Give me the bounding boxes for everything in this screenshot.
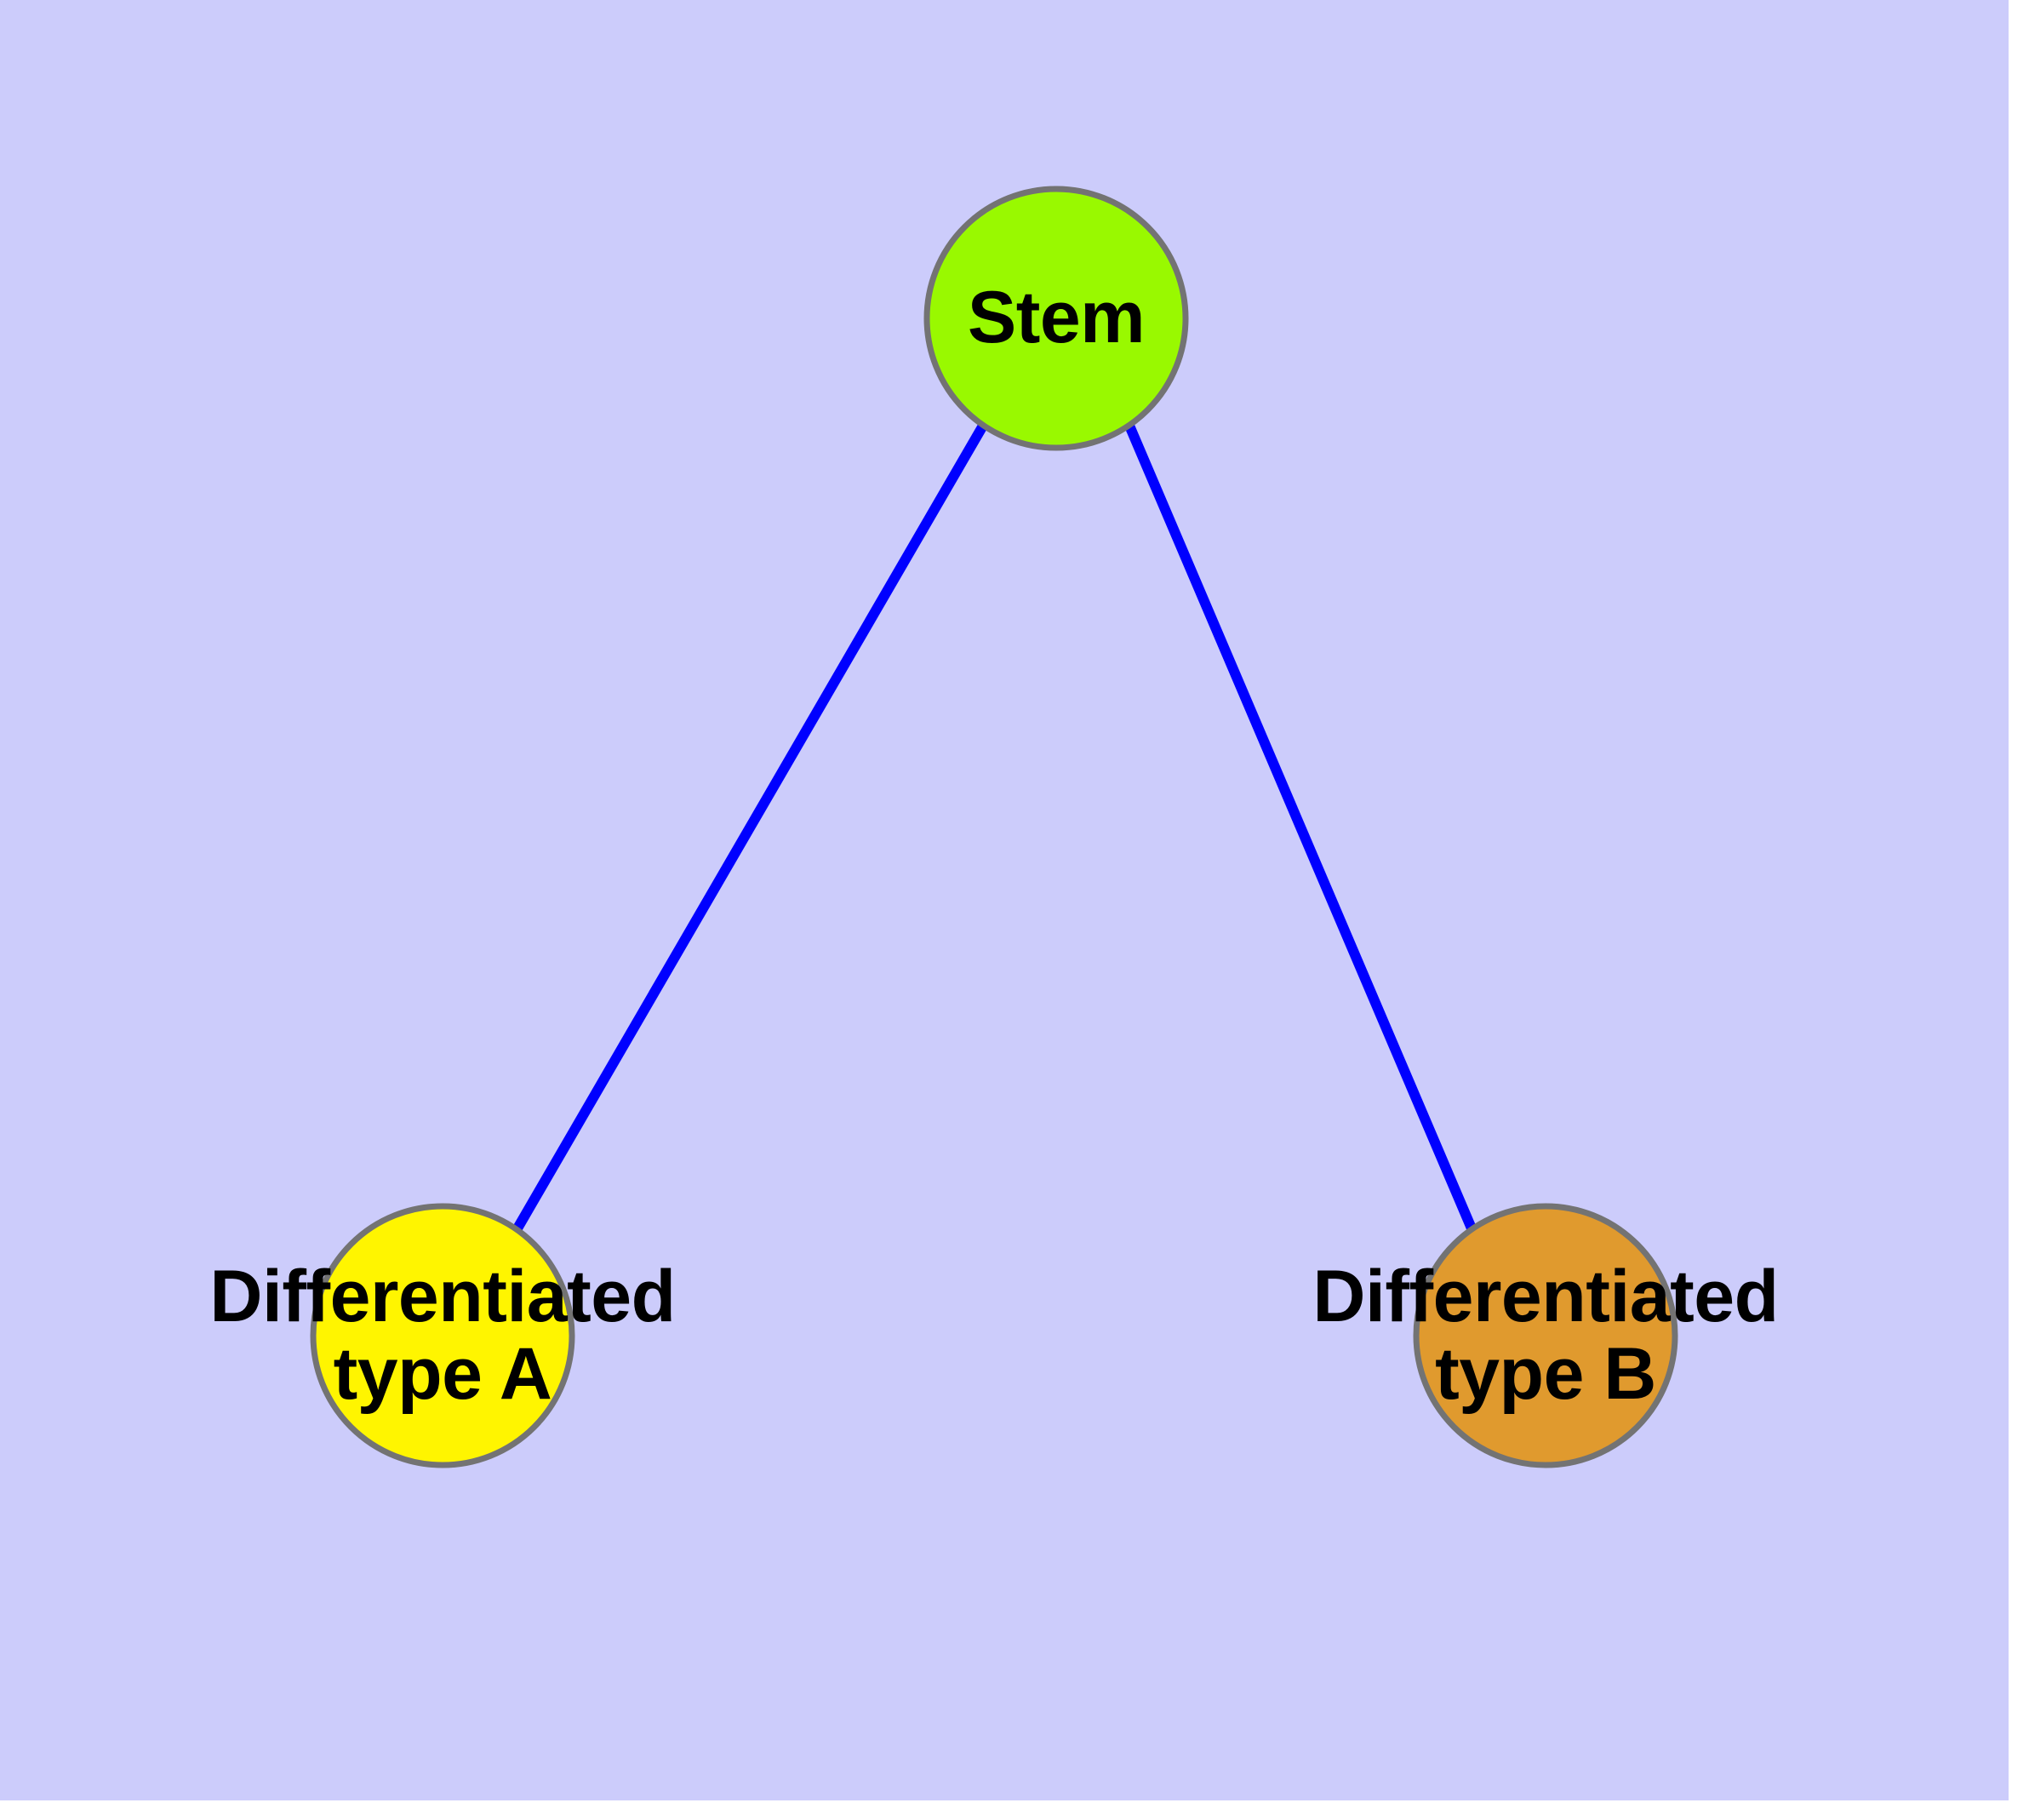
node-differentiated-type-a-circle[interactable]	[310, 1203, 575, 1468]
node-stem-circle[interactable]	[923, 186, 1189, 451]
node-layer	[310, 186, 1678, 1468]
edge-stem-to-differentiated-b	[1124, 423, 1477, 1231]
edge-stem-to-differentiated-a	[512, 422, 988, 1232]
node-differentiated-type-b-circle[interactable]	[1413, 1203, 1678, 1468]
edge-layer	[512, 422, 1477, 1232]
